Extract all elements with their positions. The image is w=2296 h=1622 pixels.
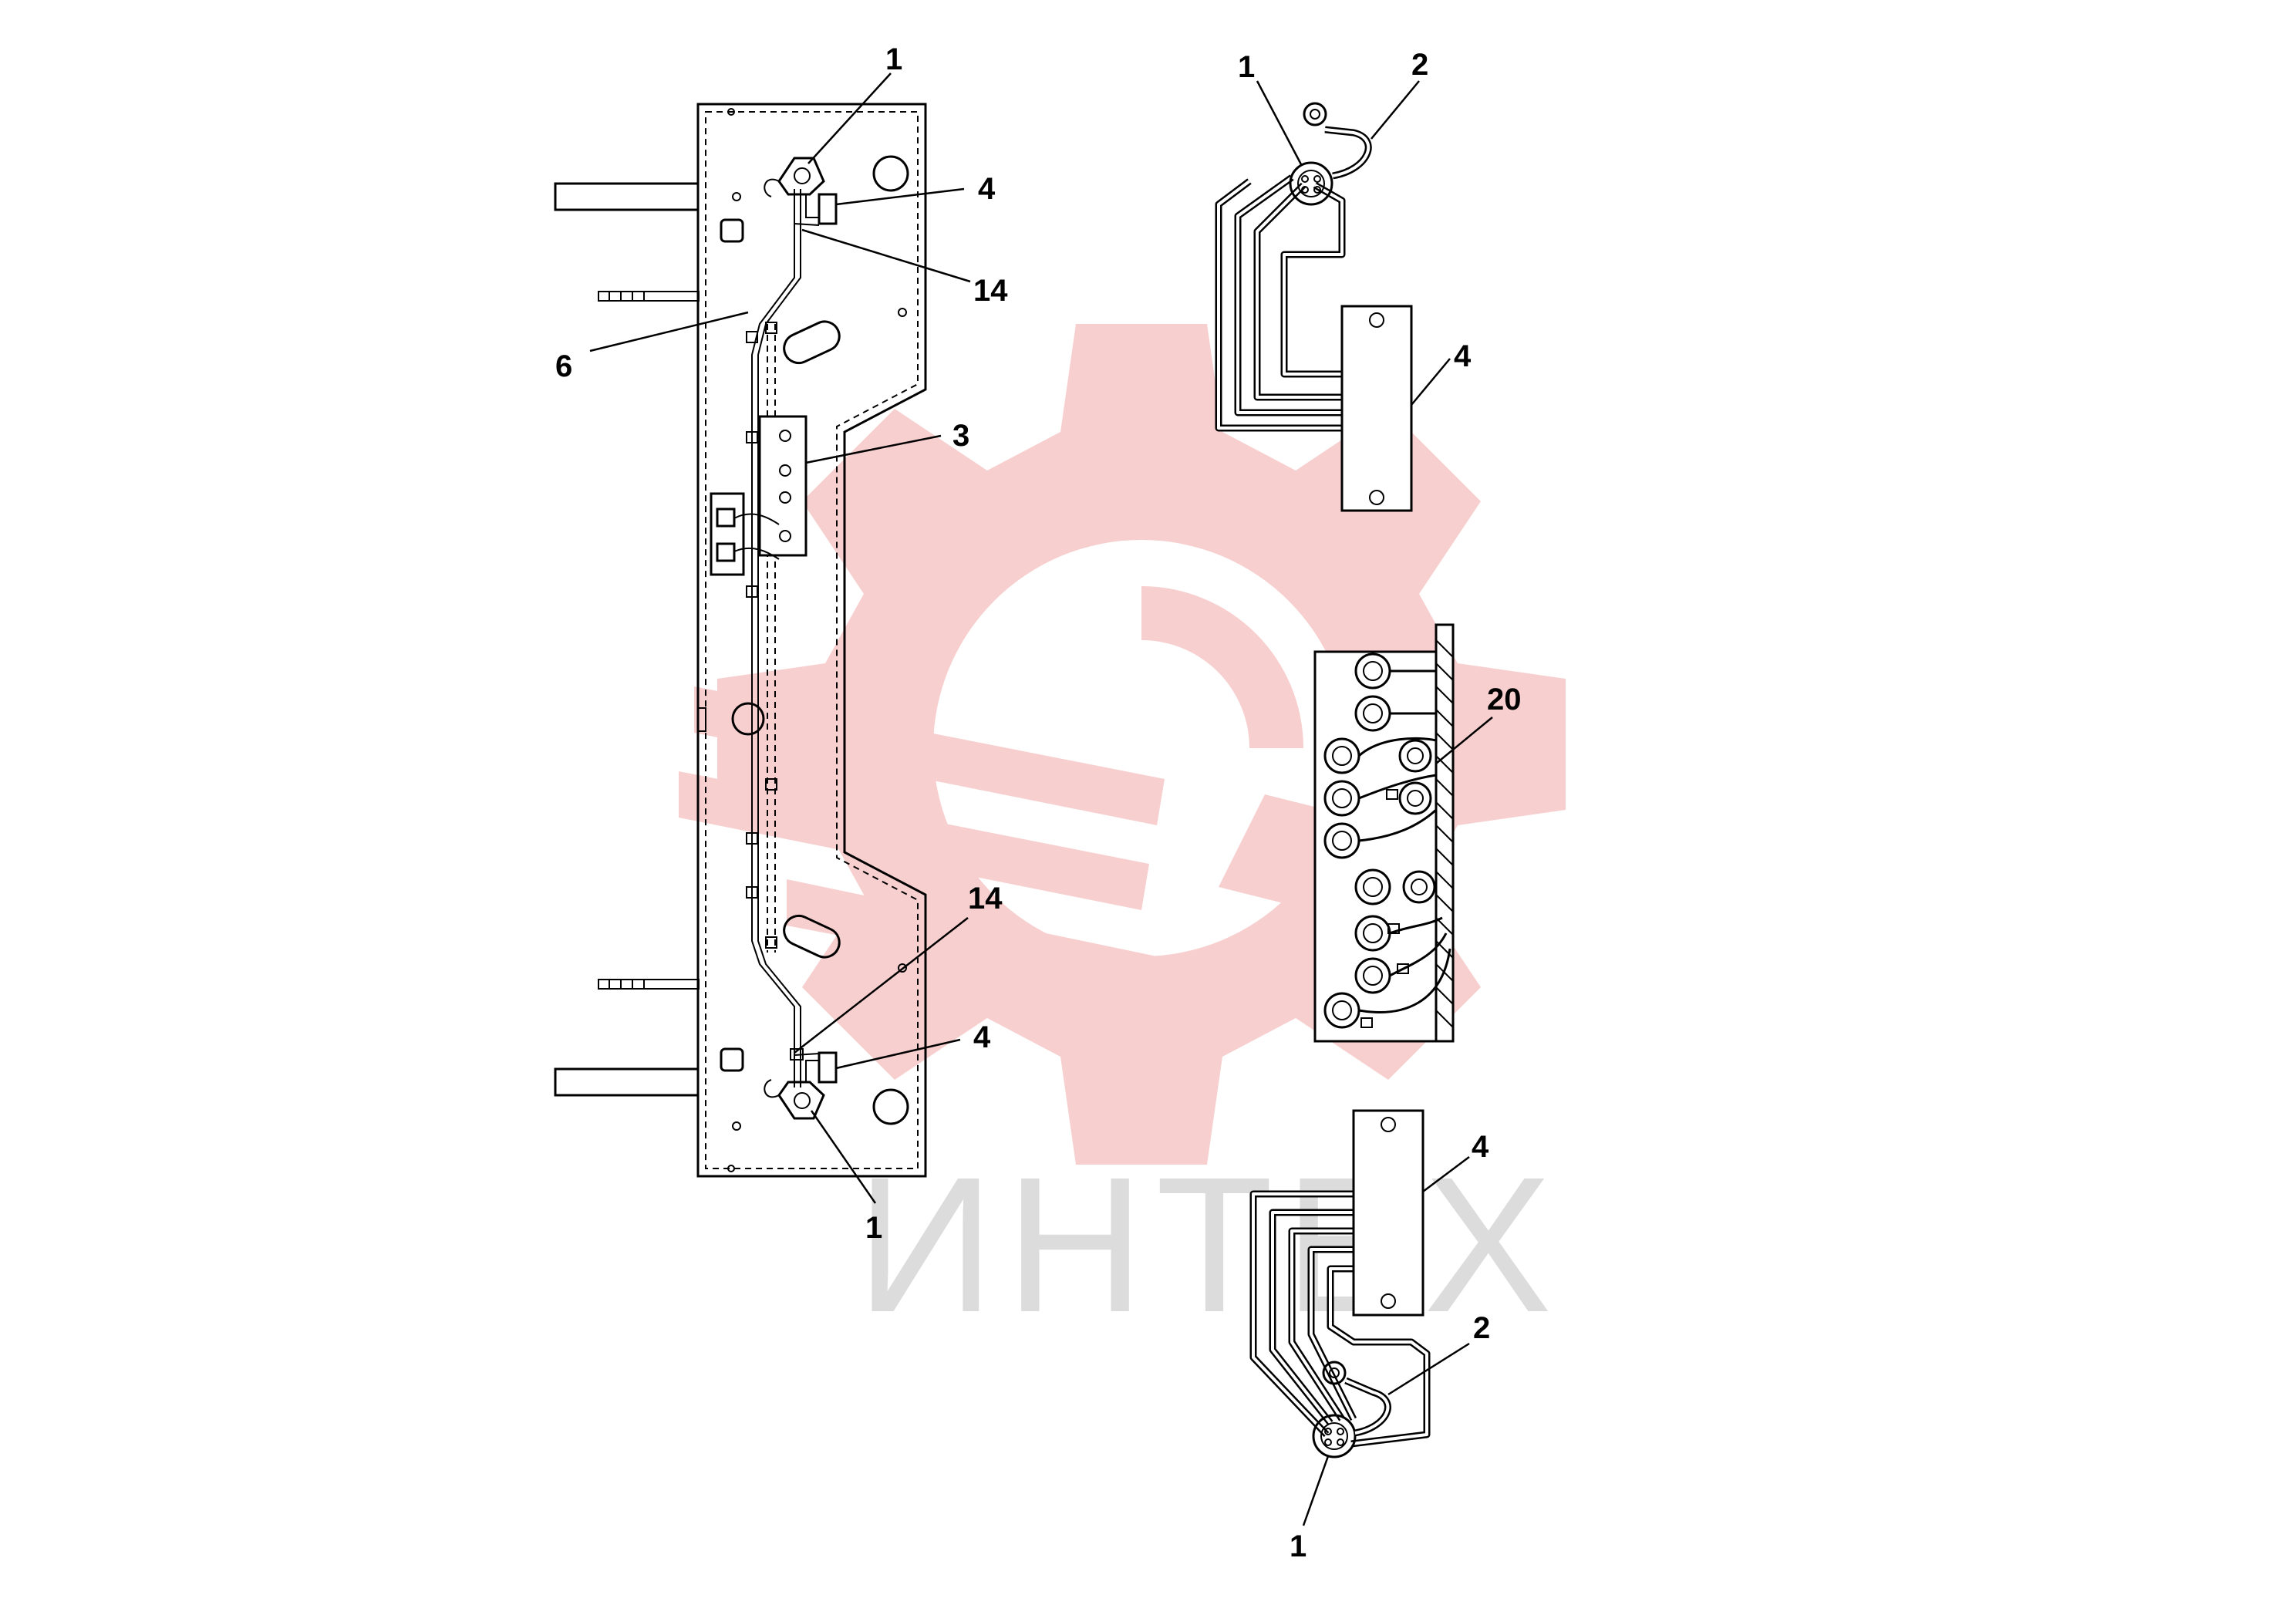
harness-main [751, 189, 795, 1088]
panel-inner-outline [705, 111, 919, 1169]
sensor-detail-bottom [1312, 1414, 1357, 1458]
callout-main-top-14: 14 [973, 274, 1008, 308]
callout-main-3: 3 [952, 419, 969, 453]
callout-main-bottom-1: 1 [865, 1211, 882, 1245]
connector-block [758, 415, 807, 557]
callout-main-bottom-4: 4 [973, 1020, 991, 1054]
callout-labels: 1 4 14 6 3 14 4 1 1 2 4 20 4 2 1 [555, 42, 1522, 1563]
callout-detail-bottom-1: 1 [1290, 1529, 1306, 1563]
sensor-top [764, 157, 838, 226]
callout-detail-bottom-4: 4 [1472, 1130, 1489, 1164]
square-hole-bottom [720, 1047, 744, 1072]
leader-lines [589, 73, 1493, 1526]
slot-strip-top [598, 291, 700, 302]
hole-top-right [872, 155, 909, 192]
callout-main-bottom-14: 14 [968, 882, 1003, 916]
panel-outline [696, 103, 927, 1178]
panel-wiring [1358, 669, 1451, 1028]
callout-detail-top-2: 2 [1411, 48, 1428, 82]
terminal-strip-top [1340, 305, 1413, 512]
callout-main-6: 6 [555, 349, 572, 383]
hole-bottom-right [872, 1088, 909, 1125]
ring-terminal-top [1303, 102, 1327, 126]
sensor-bottom [764, 1048, 838, 1120]
sensor-detail-top [1289, 161, 1333, 206]
terminal-block-bottom [818, 1051, 838, 1084]
detail-connector-panel [1313, 623, 1455, 1043]
mount-bar-top [554, 182, 700, 211]
center-ring [731, 702, 765, 736]
slot-bottom [783, 914, 841, 959]
detail-top-harness [1215, 102, 1413, 512]
callout-main-top-4: 4 [978, 172, 996, 206]
callout-detail-top-1: 1 [1238, 50, 1255, 84]
relay-bracket [710, 492, 745, 576]
ring-terminal-bottom [1322, 1361, 1347, 1385]
terminal-block-top [818, 193, 838, 225]
terminal-strip-bottom [1352, 1109, 1424, 1317]
slot-strip-bottom [598, 979, 700, 990]
mount-bar-bottom [554, 1067, 700, 1097]
square-hole-top [720, 218, 744, 243]
callout-detail-top-4: 4 [1454, 339, 1472, 373]
callout-main-top-1: 1 [885, 42, 902, 76]
slot-top [783, 320, 841, 365]
callout-detail-mid-20: 20 [1487, 683, 1522, 717]
main-panel-assembly [554, 103, 927, 1178]
detail-bottom-harness [1249, 1109, 1431, 1458]
callout-detail-bottom-2: 2 [1473, 1311, 1490, 1345]
watermark-text: ИНТЕХ [856, 1137, 1563, 1352]
